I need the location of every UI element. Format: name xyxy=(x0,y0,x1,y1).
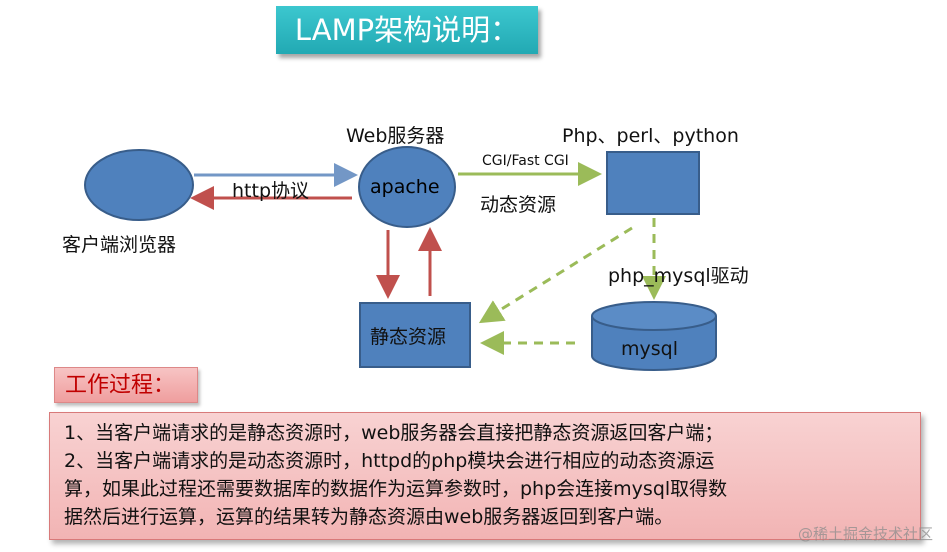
watermark: @稀土掘金技术社区 xyxy=(797,525,933,543)
process-line-2: 2、当客户端请求的是动态资源时，httpd的php模块会进行相应的动态资源运 xyxy=(64,450,715,472)
mysql-node xyxy=(591,301,717,371)
client-node xyxy=(84,149,194,221)
process-line-1: 1、当客户端请求的是静态资源时，web服务器会直接把静态资源返回客户端； xyxy=(64,422,724,444)
process-description: 1、当客户端请求的是静态资源时，web服务器会直接把静态资源返回客户端； 2、当… xyxy=(49,412,921,540)
http-label: http协议 xyxy=(232,180,310,202)
process-heading: 工作过程： xyxy=(54,367,198,403)
dynamic-label: 动态资源 xyxy=(480,194,557,216)
php-label: Php、perl、python xyxy=(562,125,739,147)
apache-label: apache xyxy=(370,176,440,198)
diagram-title: LAMP架构说明： xyxy=(276,6,538,54)
php-to-static-arrow xyxy=(478,226,633,324)
process-line-4: 据然后进行运算，运算的结果转为静态资源由web服务器返回到客户端。 xyxy=(64,506,674,528)
mysql-label: mysql xyxy=(621,338,678,360)
web-server-label: Web服务器 xyxy=(346,125,445,147)
driver-label: php_mysql驱动 xyxy=(608,265,749,287)
client-label: 客户端浏览器 xyxy=(62,234,177,256)
cgi-label: CGI/Fast CGI xyxy=(482,153,569,169)
static-resource-node xyxy=(359,302,471,368)
php-node xyxy=(606,151,700,215)
apache-node xyxy=(358,146,456,228)
process-line-3: 算，如果此过程还需要数据库的数据作为运算参数时，php会连接mysql取得数 xyxy=(64,478,728,500)
static-label: 静态资源 xyxy=(370,326,447,348)
